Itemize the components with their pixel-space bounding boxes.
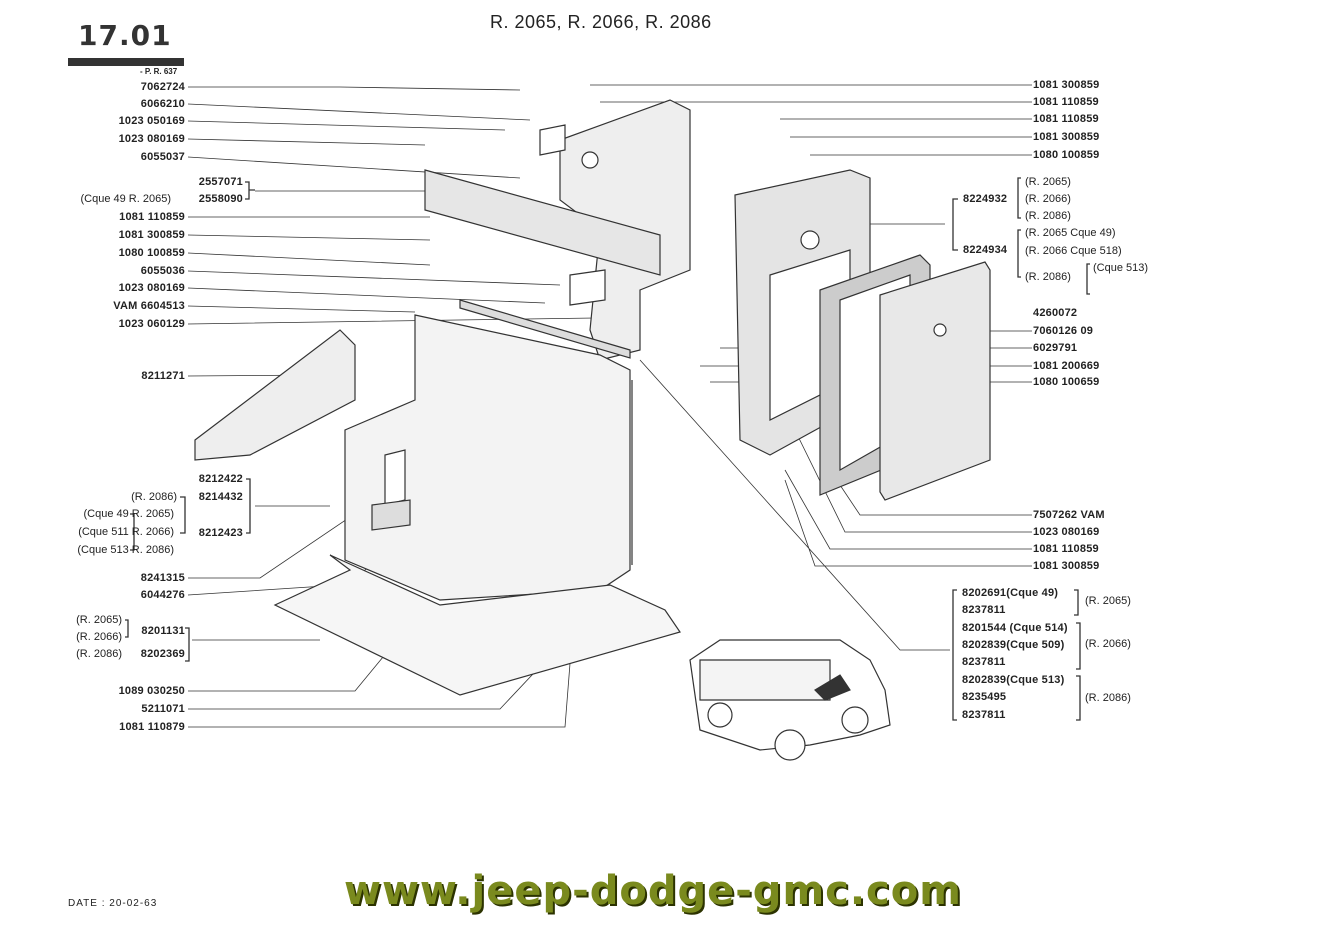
part-number-label: 8201544 (Cque 514)	[962, 622, 1068, 634]
variant-note: (R. 2086)	[1025, 271, 1071, 283]
part-number-label: 1080 100859	[118, 247, 185, 259]
brace-8211271	[194, 329, 356, 461]
page-number-minor: .01	[118, 19, 172, 52]
part-number-label: 8241315	[140, 572, 185, 584]
part-number-label: 1023 080169	[1033, 526, 1100, 538]
part-number-label: 1081 110859	[1033, 96, 1099, 108]
variant-note: (Cque 49 R. 2065)	[83, 508, 175, 520]
part-number-label: 8202839(Cque 509)	[962, 639, 1065, 651]
wheel-housing	[273, 314, 681, 696]
variant-note: (R. 2086)	[1025, 210, 1071, 222]
variant-note: (Cque 49 R. 2065)	[80, 193, 172, 205]
part-number-label: 7062724	[140, 81, 185, 93]
part-number-label: 8224934	[963, 244, 1008, 256]
part-number-label: 8237811	[962, 656, 1006, 668]
print-date: DATE : 20-02-63	[68, 898, 158, 909]
part-number-label: 1081 300859	[1033, 131, 1100, 143]
part-number-label: 6055036	[140, 265, 185, 277]
variant-note: (R. 2066)	[1085, 638, 1131, 650]
page-number: 17.01	[78, 14, 172, 54]
part-number-label: 6029791	[1033, 342, 1078, 354]
part-number-label: 2558090	[198, 193, 243, 205]
group-brackets	[125, 177, 1090, 721]
part-number-label: 8211271	[141, 370, 185, 382]
part-number-label: 7507262 VAM	[1033, 509, 1105, 521]
part-number-label: 1081 200669	[1033, 360, 1100, 372]
part-number-label: 1080 100859	[1033, 149, 1100, 161]
part-number-label: 1081 300859	[1033, 79, 1100, 91]
page-number-bar	[68, 58, 184, 66]
part-number-label: 5211071	[141, 703, 185, 715]
part-number-label: VAM 6604513	[113, 300, 185, 312]
part-number-label: 1081 300859	[118, 229, 185, 241]
part-number-label: 7060126 09	[1033, 325, 1094, 337]
part-number-label: 1081 300859	[1033, 560, 1100, 572]
part-number-label: 6066210	[140, 98, 185, 110]
part-number-label: 4260072	[1033, 307, 1078, 319]
variant-note: (R. 2065)	[76, 614, 122, 626]
variant-note: (R. 2086)	[76, 648, 122, 660]
page-number-major: 17	[78, 19, 119, 52]
variant-note: (R. 2066 Cque 518)	[1025, 245, 1122, 257]
van-illustration	[689, 639, 891, 761]
variant-note: (R. 2086)	[1085, 692, 1131, 704]
page-reference: - P. R. 637	[140, 67, 178, 76]
part-number-label: 1023 050169	[118, 115, 185, 127]
part-number-label: 1080 100659	[1033, 376, 1100, 388]
part-number-label: 8214432	[198, 491, 243, 503]
part-number-label: 8235495	[962, 691, 1007, 703]
variant-note: (Cque 513)	[1093, 262, 1149, 274]
part-number-label: 8202839(Cque 513)	[962, 674, 1065, 686]
part-number-label: 1089 030250	[118, 685, 185, 697]
access-panel	[734, 169, 991, 501]
part-number-label: 8224932	[963, 193, 1008, 205]
part-number-label: 2557071	[198, 176, 243, 188]
part-number-label: 1023 080169	[118, 133, 185, 145]
part-number-label: 1081 110859	[1033, 543, 1099, 555]
part-number-label: 8202691(Cque 49)	[962, 587, 1059, 599]
part-number-label: 8212423	[198, 527, 243, 539]
part-number-label: 8237811	[962, 604, 1006, 616]
part-number-label: 1081 110879	[119, 721, 185, 733]
website-watermark: www.jeep-dodge-gmc.com	[344, 868, 962, 914]
part-number-label: 6055037	[140, 151, 185, 163]
part-number-label: 6044276	[140, 589, 185, 601]
variant-note: (R. 2065)	[1085, 595, 1131, 607]
variant-note: (R. 2065 Cque 49)	[1025, 227, 1116, 239]
part-number-label: 1081 110859	[119, 211, 185, 223]
part-number-label: 8201131	[141, 625, 185, 637]
variant-note: (R. 2086)	[131, 491, 177, 503]
part-number-label: 1023 060129	[118, 318, 185, 330]
part-number-label: 8202369	[140, 648, 185, 660]
part-number-label: 8237811	[962, 709, 1006, 721]
variant-note: (Cque 511 R. 2066)	[78, 526, 174, 538]
variant-note: (R. 2066)	[1025, 193, 1071, 205]
variant-note: (Cque 513 R. 2086)	[77, 544, 174, 556]
part-number-label: 1023 080169	[118, 282, 185, 294]
part-number-label: 1081 110859	[1033, 113, 1099, 125]
variant-note: (R. 2065)	[1025, 176, 1071, 188]
page-title: R. 2065, R. 2066, R. 2086	[490, 12, 712, 32]
variant-note: (R. 2066)	[76, 631, 122, 643]
upper-bracket	[424, 99, 691, 361]
part-number-label: 8212422	[198, 473, 243, 485]
